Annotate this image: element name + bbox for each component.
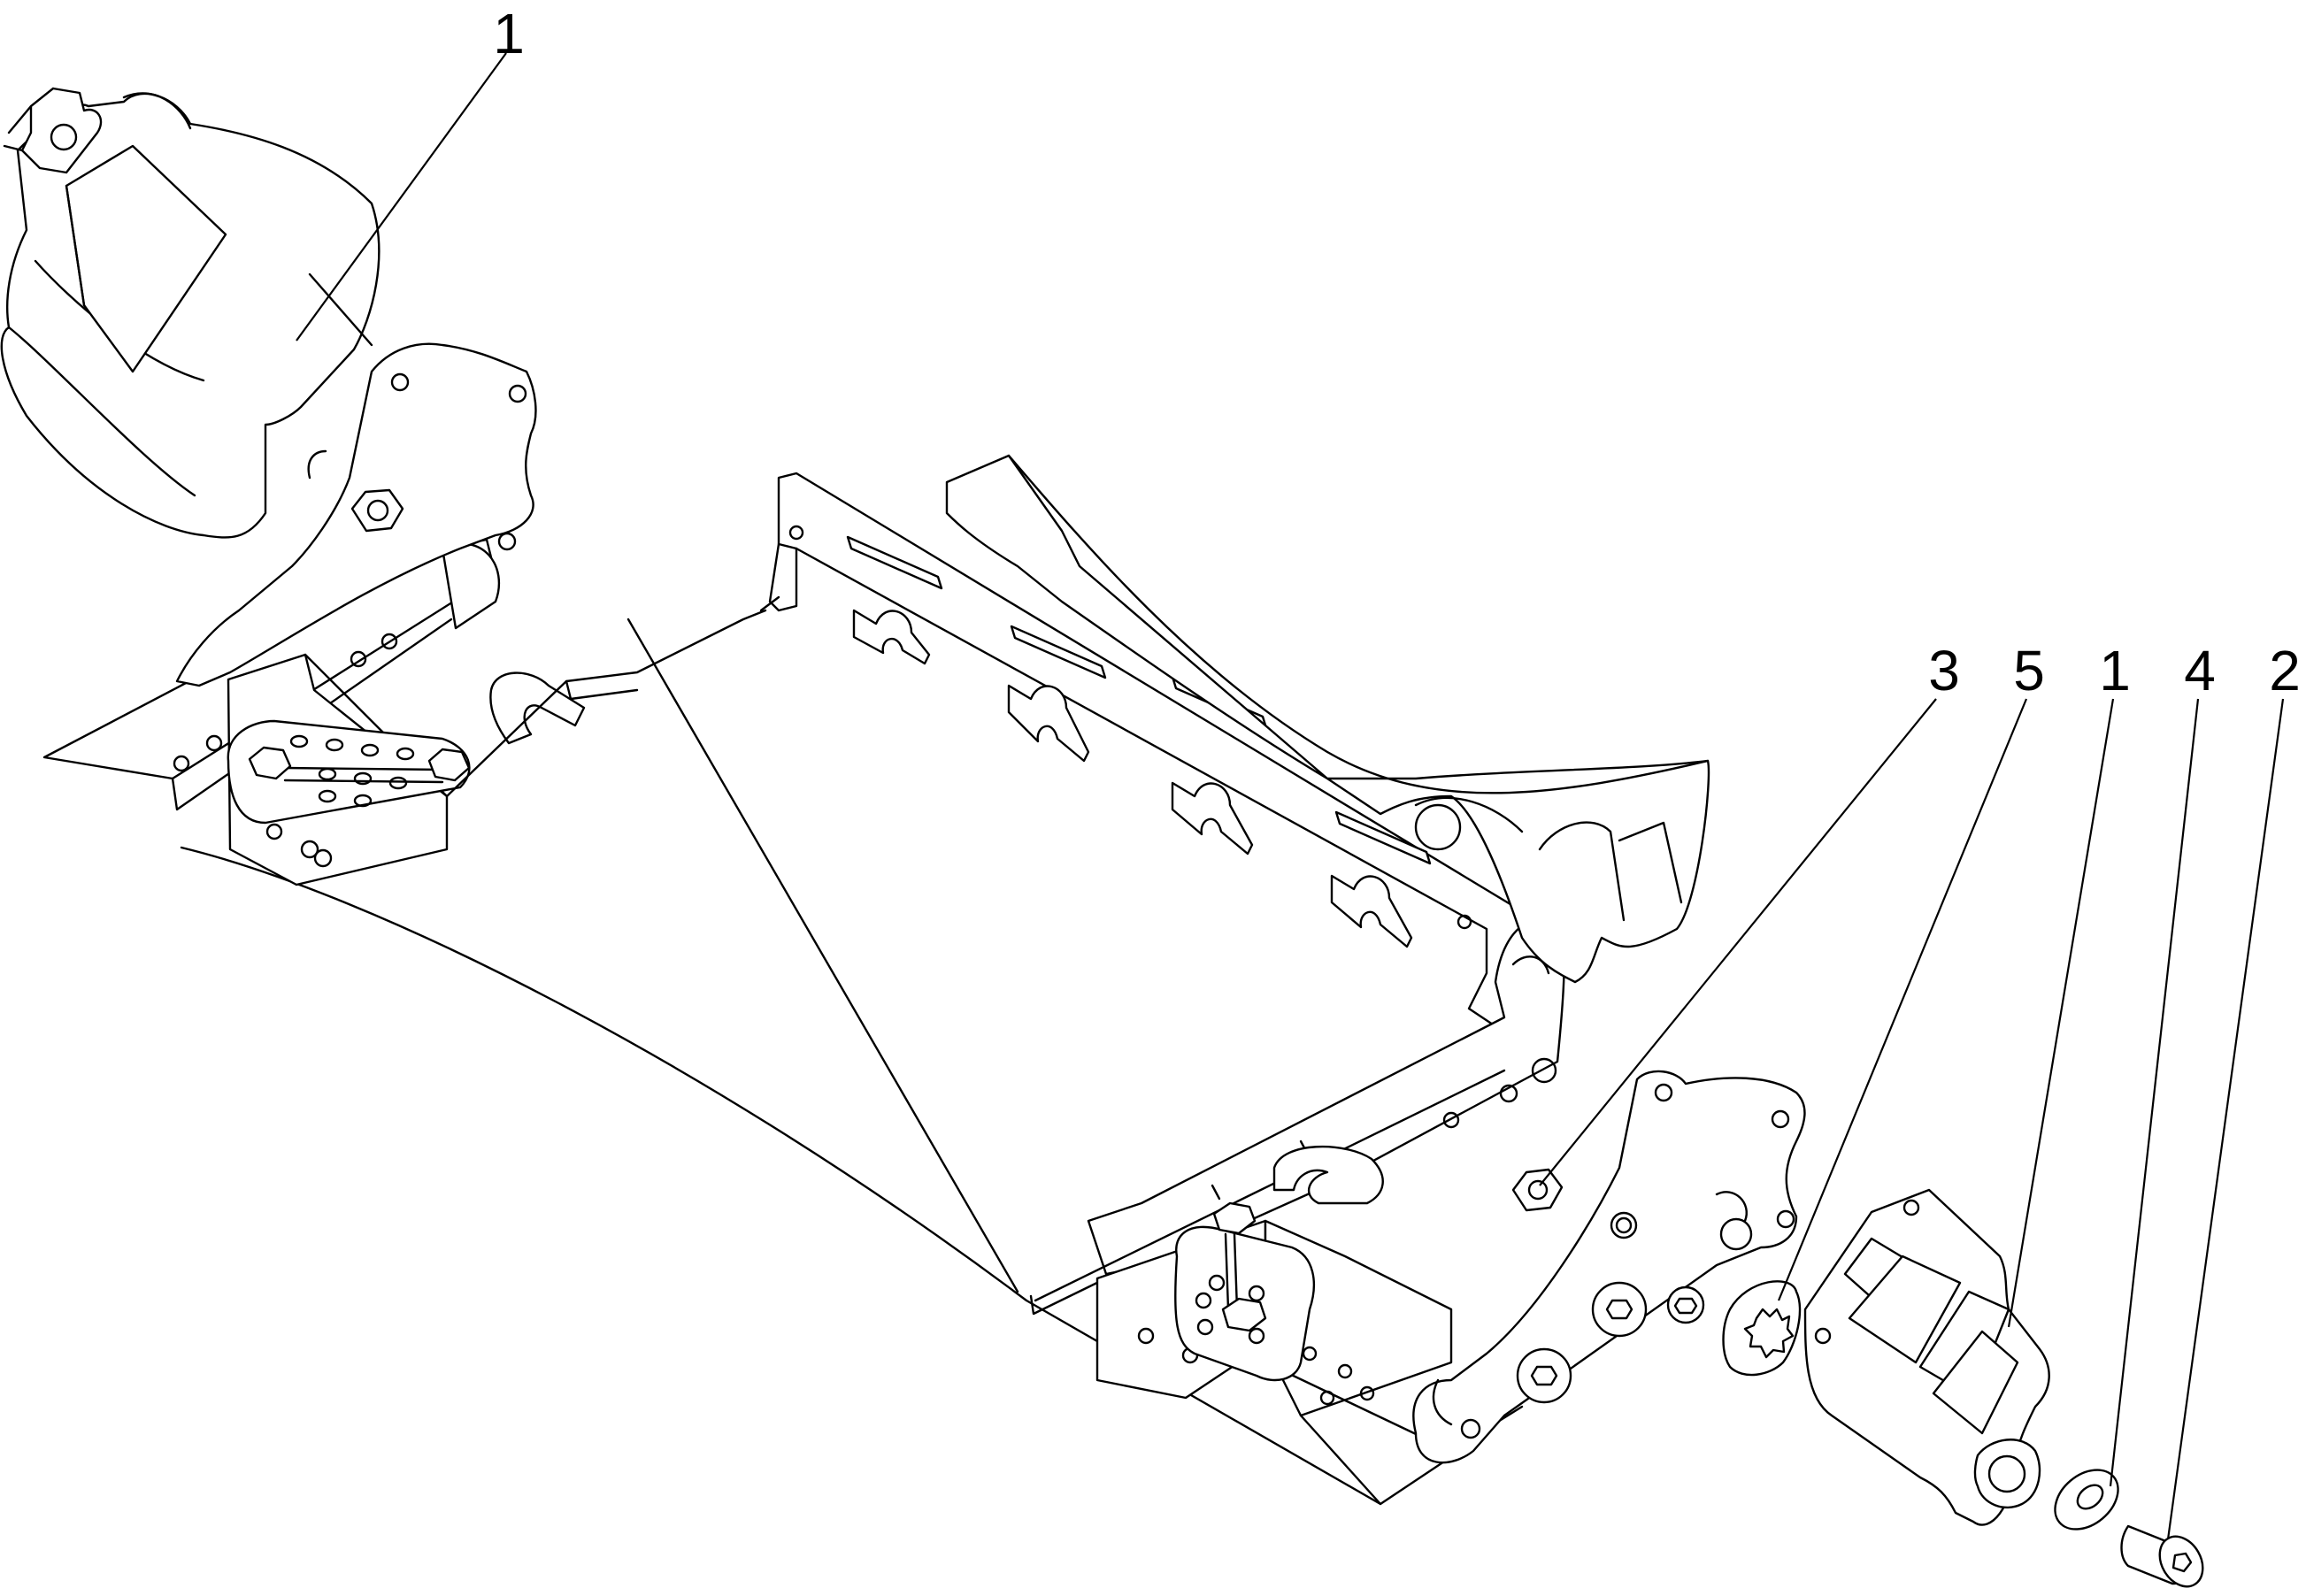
- callout-2: 2: [2269, 639, 2301, 702]
- callout-1-right: 1: [2099, 639, 2131, 702]
- callout-3: 3: [1928, 639, 1960, 702]
- callout-4: 4: [2184, 639, 2216, 702]
- callout-leaders: [296, 52, 2285, 1540]
- right-side-frame: [1412, 1070, 1806, 1464]
- toothed-washer: [1722, 1280, 1802, 1377]
- seat-base-frame: [42, 472, 1565, 1506]
- rear-belt-retractor: [945, 454, 1710, 984]
- callout-1-left-retractor: 1: [493, 2, 525, 65]
- left-belt-retractor: [0, 87, 380, 539]
- button-head-screw: [2120, 1524, 2204, 1588]
- callout-5: 5: [2013, 639, 2045, 702]
- left-side-frame: [175, 342, 537, 687]
- flat-washer: [2054, 1469, 2119, 1531]
- belt-anchor-bracket: [1803, 1188, 2050, 1526]
